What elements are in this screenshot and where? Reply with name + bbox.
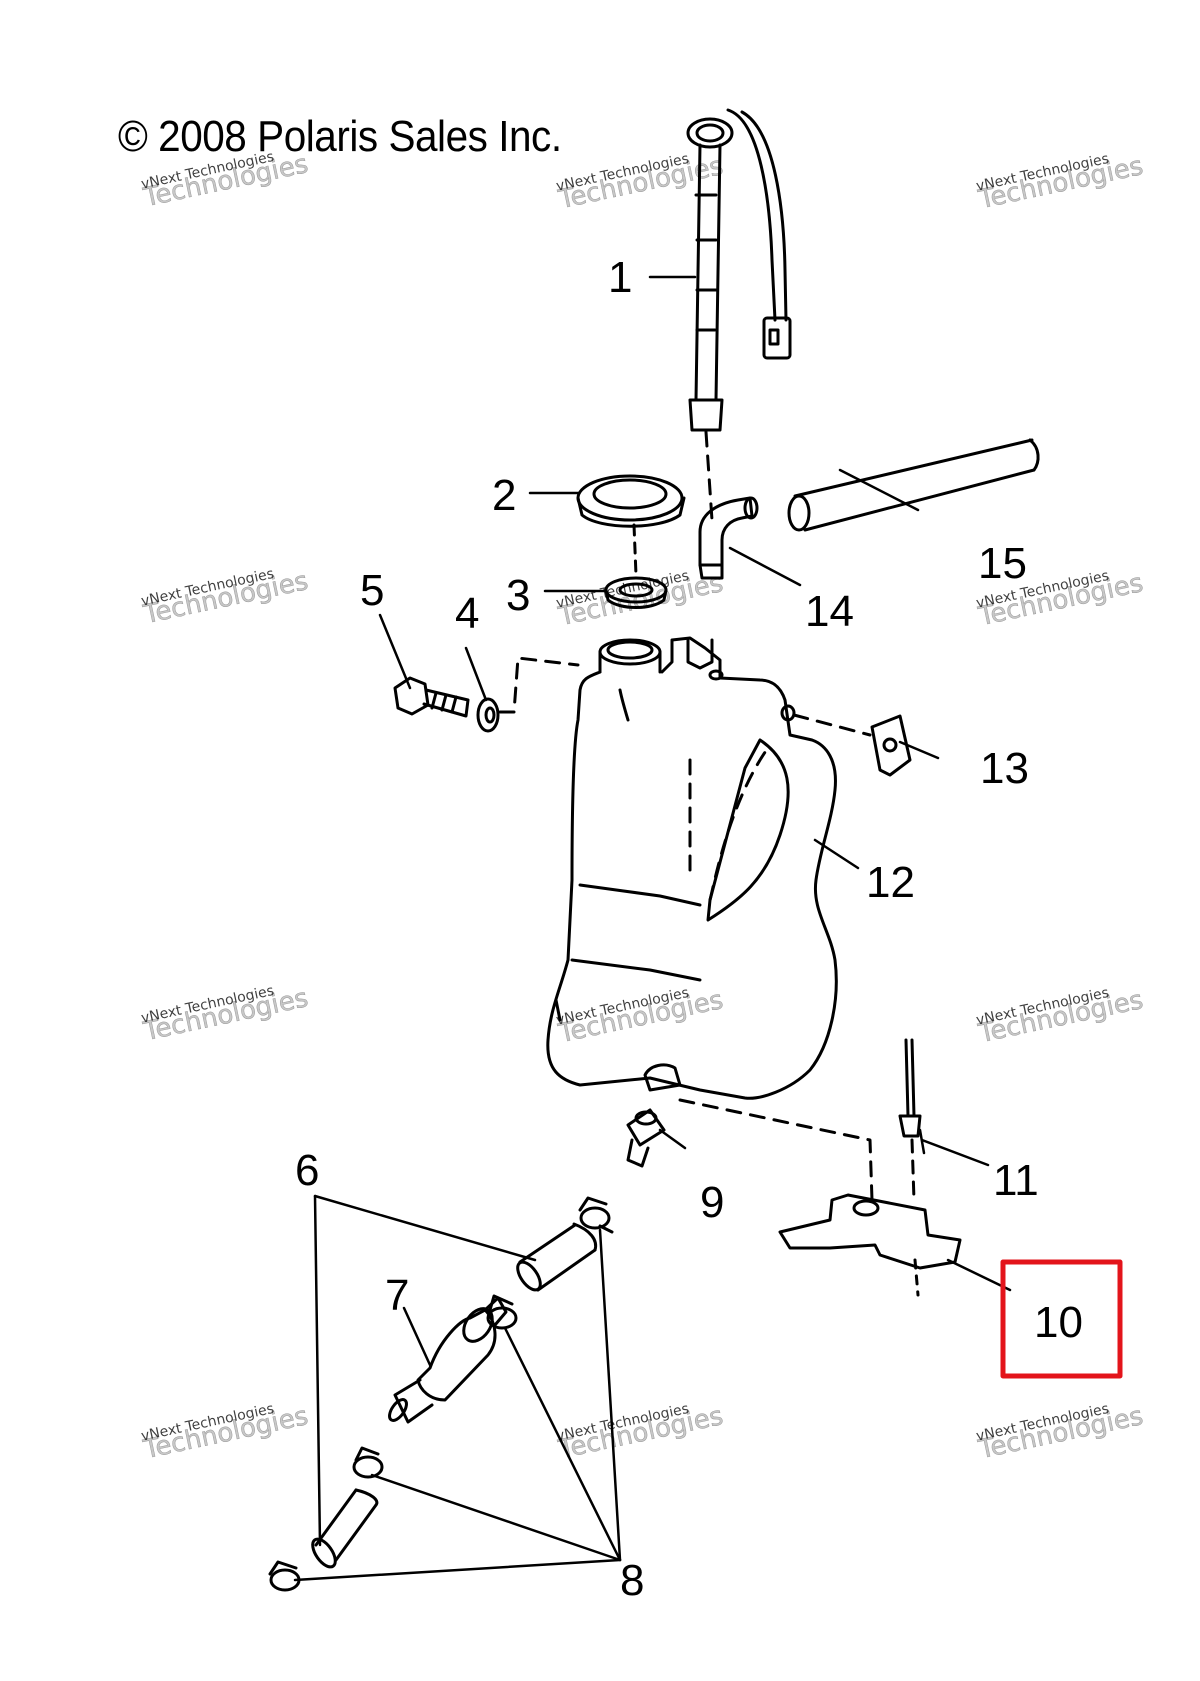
dashed-line-1: [704, 430, 714, 522]
part-15-hose: [787, 438, 1040, 532]
part-8-clamp-bottom: [268, 1560, 301, 1592]
leader-lines: [293, 275, 1012, 1582]
dashed-line-4: [792, 713, 872, 737]
callout-labels: 1 2 3 4 5 6 7 8 9 10 11 12 13 14 15: [295, 253, 1083, 1605]
part-8-clamp-lower: [352, 1446, 384, 1479]
callout-13: 13: [980, 744, 1029, 793]
dashed-line-6: [910, 1138, 916, 1202]
callout-2: 2: [492, 471, 516, 520]
callout-15: 15: [978, 539, 1027, 588]
part-8-clamp-top: [578, 1196, 614, 1234]
callout-5: 5: [360, 566, 384, 615]
part-13-clip: [870, 714, 912, 777]
callout-1: 1: [608, 253, 632, 302]
callout-14: 14: [805, 587, 854, 636]
part-10-bracket: [778, 1193, 962, 1297]
callout-10: 10: [1034, 1298, 1083, 1347]
dashed-line-5: [678, 1098, 874, 1202]
dashed-line-3: [498, 656, 580, 714]
part-9-fitting: [626, 1063, 682, 1168]
part-6-hose-lower: [311, 1488, 379, 1569]
part-6-hose-upper: [516, 1222, 598, 1292]
callout-12: 12: [866, 858, 915, 907]
part-12-reservoir-tank: [546, 636, 838, 1100]
part-1-dipstick: [686, 108, 792, 432]
callout-11: 11: [993, 1156, 1039, 1205]
part-4-washer: [476, 697, 500, 733]
callout-4: 4: [455, 589, 479, 638]
callout-8: 8: [620, 1556, 644, 1605]
part-14-elbow-fitting: [698, 496, 759, 580]
callout-9: 9: [700, 1178, 724, 1227]
part-5-bolt: [393, 676, 470, 718]
dashed-line-2: [632, 523, 638, 577]
copyright-text: © 2008 Polaris Sales Inc.: [118, 112, 562, 161]
callout-3: 3: [506, 571, 530, 620]
part-2-cap: [576, 474, 686, 528]
part-3-seal: [604, 576, 668, 609]
callout-6: 6: [295, 1146, 319, 1195]
part-7-filter: [388, 1296, 508, 1424]
part-11-bolt: [898, 1038, 922, 1138]
callout-7: 7: [385, 1271, 409, 1320]
highlight-box: [1000, 1259, 1123, 1379]
